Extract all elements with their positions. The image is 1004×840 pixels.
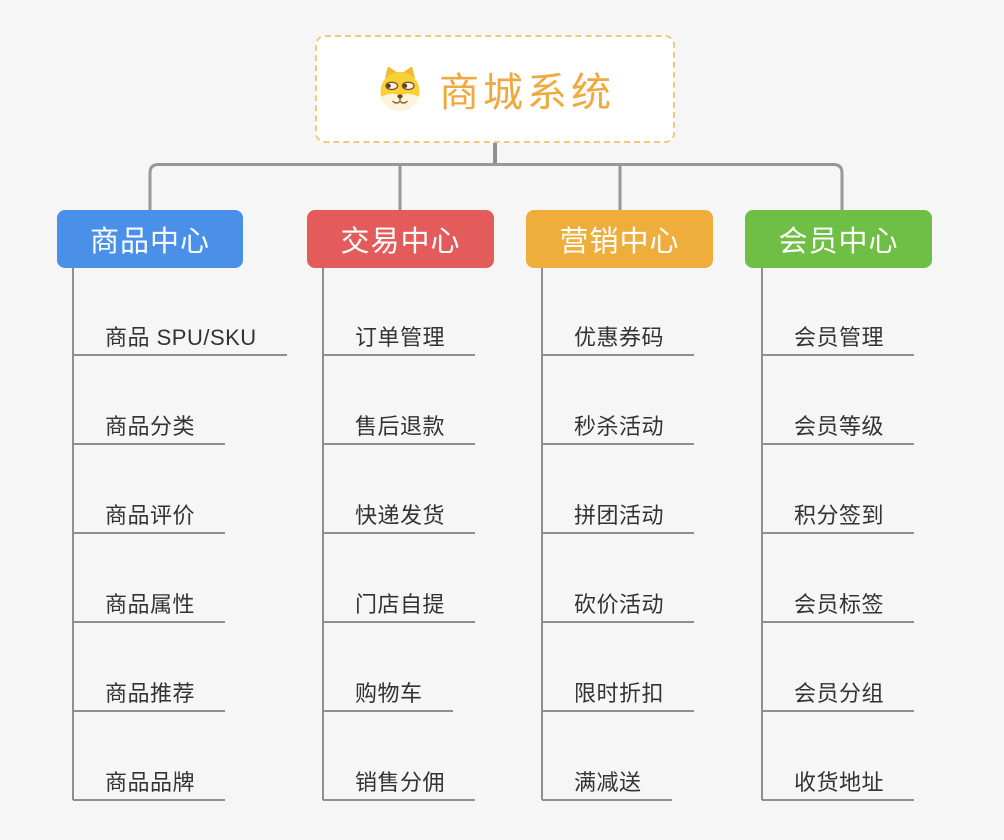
child-node[interactable]: 订单管理 — [323, 310, 476, 356]
child-node[interactable]: 商品推荐 — [73, 666, 226, 712]
child-node[interactable]: 限时折扣 — [542, 666, 695, 712]
child-node[interactable]: 秒杀活动 — [542, 399, 695, 445]
child-node[interactable]: 商品属性 — [73, 577, 226, 623]
branch-node-member[interactable]: 会员中心 — [745, 210, 932, 268]
child-node[interactable]: 积分签到 — [762, 488, 915, 534]
branch-label: 交易中心 — [340, 226, 461, 258]
branch-label: 营销中心 — [559, 226, 680, 258]
child-node[interactable]: 收货地址 — [762, 755, 915, 801]
branch-node-goods[interactable]: 商品中心 — [57, 210, 243, 268]
child-node[interactable]: 会员管理 — [762, 310, 915, 356]
branch-label: 会员中心 — [778, 226, 899, 258]
child-node[interactable]: 商品分类 — [73, 399, 226, 445]
child-node[interactable]: 商品品牌 — [73, 755, 226, 801]
doge-icon — [380, 67, 420, 111]
child-node[interactable]: 满减送 — [542, 755, 672, 801]
child-node[interactable]: 购物车 — [323, 666, 453, 712]
child-node[interactable]: 售后退款 — [323, 399, 476, 445]
child-node[interactable]: 门店自提 — [323, 577, 476, 623]
child-node[interactable]: 商品 SPU/SKU — [73, 310, 287, 356]
child-node[interactable]: 会员标签 — [762, 577, 915, 623]
child-node[interactable]: 快递发货 — [323, 488, 476, 534]
child-node[interactable]: 商品评价 — [73, 488, 226, 534]
child-node[interactable]: 砍价活动 — [542, 577, 695, 623]
root-node[interactable]: 商城系统 — [315, 35, 675, 143]
child-node[interactable]: 会员分组 — [762, 666, 915, 712]
branch-node-trade[interactable]: 交易中心 — [307, 210, 494, 268]
branch-node-marketing[interactable]: 营销中心 — [526, 210, 713, 268]
root-title: 商城系统 — [439, 71, 615, 115]
child-node[interactable]: 拼团活动 — [542, 488, 695, 534]
child-node[interactable]: 销售分佣 — [323, 755, 476, 801]
branch-label: 商品中心 — [89, 226, 210, 258]
child-node[interactable]: 优惠券码 — [542, 310, 695, 356]
child-node[interactable]: 会员等级 — [762, 399, 915, 445]
